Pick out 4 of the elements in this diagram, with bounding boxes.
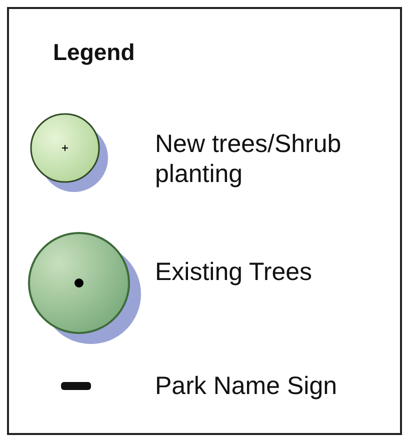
- legend-label: New trees/Shrub planting: [155, 129, 342, 189]
- legend-title: Legend: [53, 39, 135, 66]
- legend-label: Park Name Sign: [155, 371, 338, 401]
- legend-label: Existing Trees: [155, 257, 314, 287]
